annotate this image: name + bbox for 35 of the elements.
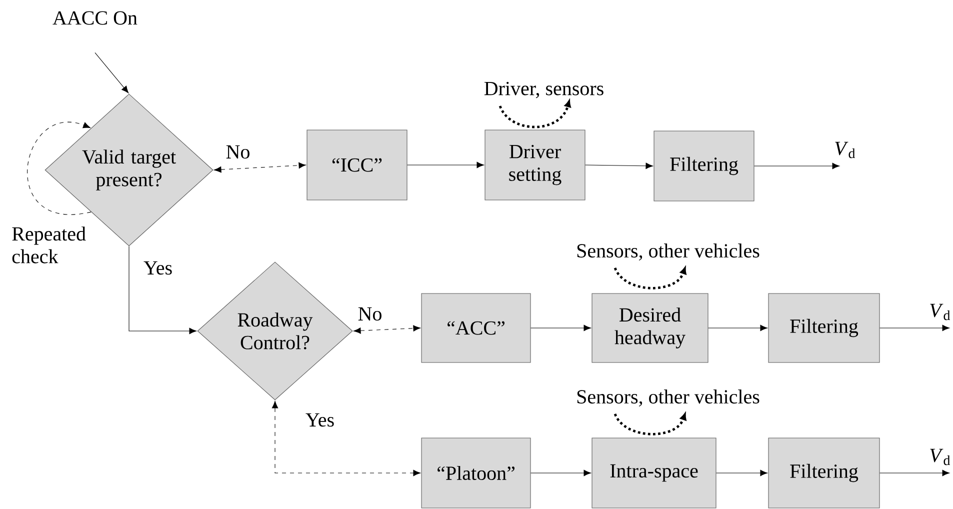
arrow (754, 162, 840, 170)
arrow (354, 325, 421, 334)
arrow (407, 162, 484, 168)
arrow (128, 246, 197, 334)
arrow (530, 324, 591, 332)
process-box: Filtering (768, 293, 880, 363)
edge-label: No (226, 145, 250, 159)
edge-label: Yes (144, 261, 172, 275)
loop-arrow (27, 122, 92, 215)
process-box: Filtering (654, 130, 754, 202)
arrow (530, 470, 591, 476)
arrow (880, 324, 950, 332)
arrow (272, 400, 421, 476)
process-box: “Platoon” (421, 438, 531, 508)
input-label: Sensors, other vehicles (577, 244, 760, 260)
process-box: Desired headway (592, 293, 708, 363)
process-box: “ICC” (306, 130, 408, 200)
process-box: Intra-space (592, 438, 716, 508)
process-box: Driver setting (484, 130, 586, 200)
arrow (94, 52, 129, 94)
edge-label: Yes (306, 413, 334, 427)
process-box: Filtering (768, 438, 880, 508)
arrow (708, 324, 768, 332)
edge-label: V$_{d}$ (930, 304, 950, 320)
arrow (585, 162, 653, 169)
arrow (214, 162, 306, 173)
arrow (880, 470, 950, 476)
edge-label: V$_{d}$ (930, 448, 950, 466)
edge-label: No (358, 307, 382, 321)
edge-label: V$_{d}$ (835, 142, 856, 158)
process-box: “ACC” (421, 293, 531, 363)
arrow (716, 470, 768, 476)
input-label: Sensors, other vehicles (577, 390, 760, 406)
input-label: Driver, sensors (484, 82, 604, 98)
start-label: AACC On (52, 11, 138, 25)
